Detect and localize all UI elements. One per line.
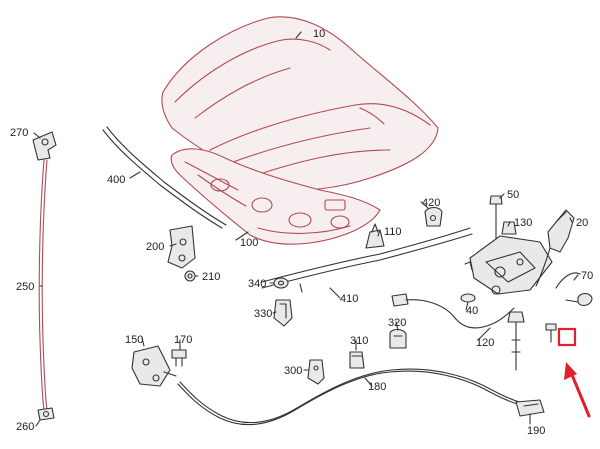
bump-stop[interactable] — [365, 223, 385, 249]
connector[interactable] — [349, 351, 365, 369]
callout-200: 200 — [146, 241, 164, 253]
callout-20: 20 — [576, 217, 588, 229]
callout-210: 210 — [202, 271, 220, 283]
callout-110: 110 — [384, 226, 402, 238]
leader-lines — [33, 31, 579, 427]
hood-panel[interactable] — [161, 16, 439, 192]
front-cross-member[interactable] — [261, 227, 473, 293]
callout-420: 420 — [422, 197, 440, 209]
callout-260: 260 — [16, 421, 34, 433]
callout-180: 180 — [368, 381, 386, 393]
latch-plate[interactable] — [424, 206, 443, 227]
release-cable[interactable] — [391, 293, 525, 371]
small-bolt[interactable] — [545, 323, 557, 343]
safety-catch[interactable] — [535, 209, 575, 287]
callout-330: 330 — [254, 308, 272, 320]
hinge-bracket-left[interactable] — [167, 225, 196, 269]
washer[interactable] — [273, 277, 289, 289]
highlight-box — [557, 327, 577, 347]
bolt[interactable] — [171, 349, 187, 367]
callout-320: 320 — [388, 317, 406, 329]
callout-70: 70 — [581, 270, 593, 282]
catch-hook[interactable] — [555, 272, 593, 307]
prop-rod-clip[interactable] — [37, 407, 55, 421]
callout-310: 310 — [350, 335, 368, 347]
cable-clip[interactable] — [389, 328, 407, 349]
hood-inner-frame[interactable] — [170, 148, 381, 245]
callout-120: 120 — [476, 337, 494, 349]
callout-10: 10 — [313, 28, 325, 40]
hood-seal-strip[interactable] — [102, 126, 227, 229]
red-arrow-shaft — [568, 368, 591, 418]
hood-lock-assembly[interactable] — [460, 195, 553, 303]
callout-250: 250 — [16, 281, 34, 293]
callout-270: 270 — [10, 127, 28, 139]
callout-130: 130 — [514, 217, 532, 229]
release-handle[interactable] — [131, 345, 177, 387]
callout-340: 340 — [248, 278, 266, 290]
red-arrow-head — [564, 362, 577, 380]
callout-170: 170 — [174, 334, 192, 346]
callout-300: 300 — [284, 365, 302, 377]
prop-rod[interactable] — [38, 159, 48, 411]
callout-100: 100 — [240, 237, 258, 249]
callout-400: 400 — [107, 174, 125, 186]
callout-50: 50 — [507, 189, 519, 201]
clip-nut[interactable] — [184, 270, 196, 282]
spring-clip[interactable] — [273, 299, 293, 327]
callout-40: 40 — [466, 305, 478, 317]
callout-410: 410 — [340, 293, 358, 305]
release-cable-long[interactable] — [177, 368, 528, 426]
callout-190: 190 — [527, 425, 545, 437]
prop-rod-bracket[interactable] — [32, 131, 57, 161]
callout-150: 150 — [125, 334, 143, 346]
release-lever[interactable] — [307, 359, 325, 385]
callout-labels: 10 270 400 100 200 210 250 260 340 330 4… — [10, 28, 593, 437]
cable-end-fitting[interactable] — [515, 399, 545, 417]
